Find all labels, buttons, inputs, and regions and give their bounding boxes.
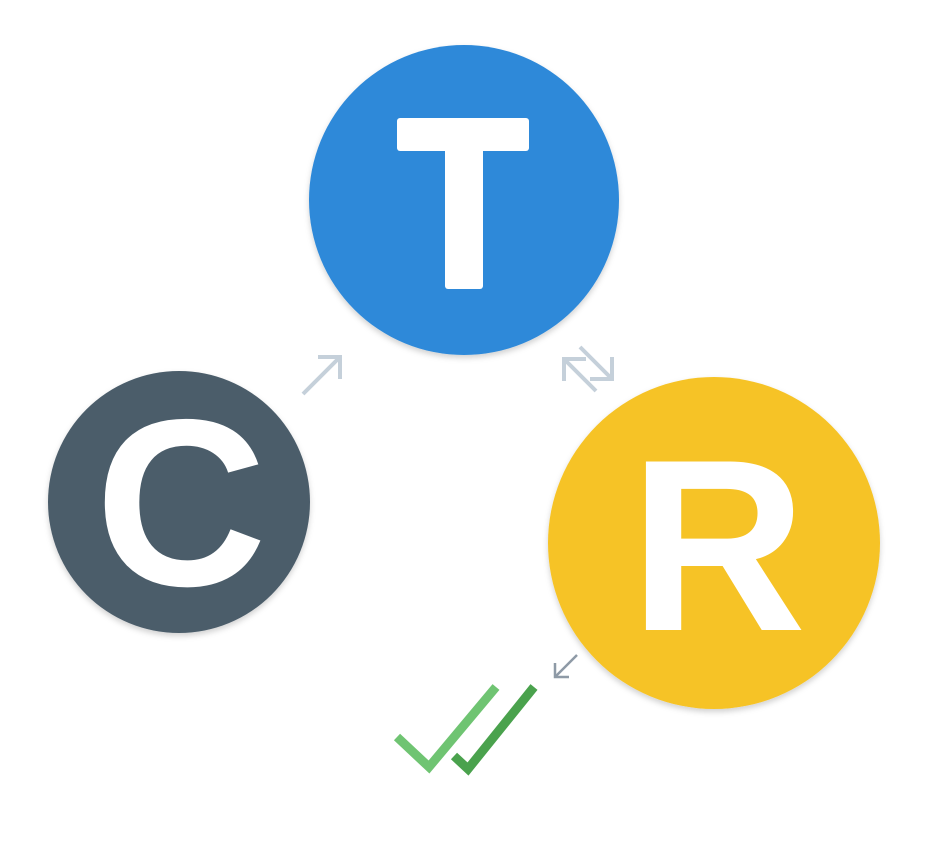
node-r: R bbox=[548, 377, 880, 709]
check-light-icon bbox=[393, 684, 500, 774]
arrow-c-to-t-icon bbox=[301, 355, 342, 396]
node-c-circle bbox=[48, 371, 310, 633]
node-r-circle bbox=[548, 377, 880, 709]
double-check-icon bbox=[393, 684, 538, 776]
node-t: T bbox=[309, 45, 619, 355]
node-c: C bbox=[48, 371, 310, 636]
node-c-label: C bbox=[95, 371, 267, 636]
letter-t-glyph bbox=[397, 118, 529, 289]
arrow-r-to-check-icon bbox=[553, 654, 578, 679]
check-dark-icon bbox=[450, 684, 538, 776]
node-r-label: R bbox=[630, 408, 807, 682]
arrow-t-r-bidirectional-icon bbox=[562, 345, 614, 393]
